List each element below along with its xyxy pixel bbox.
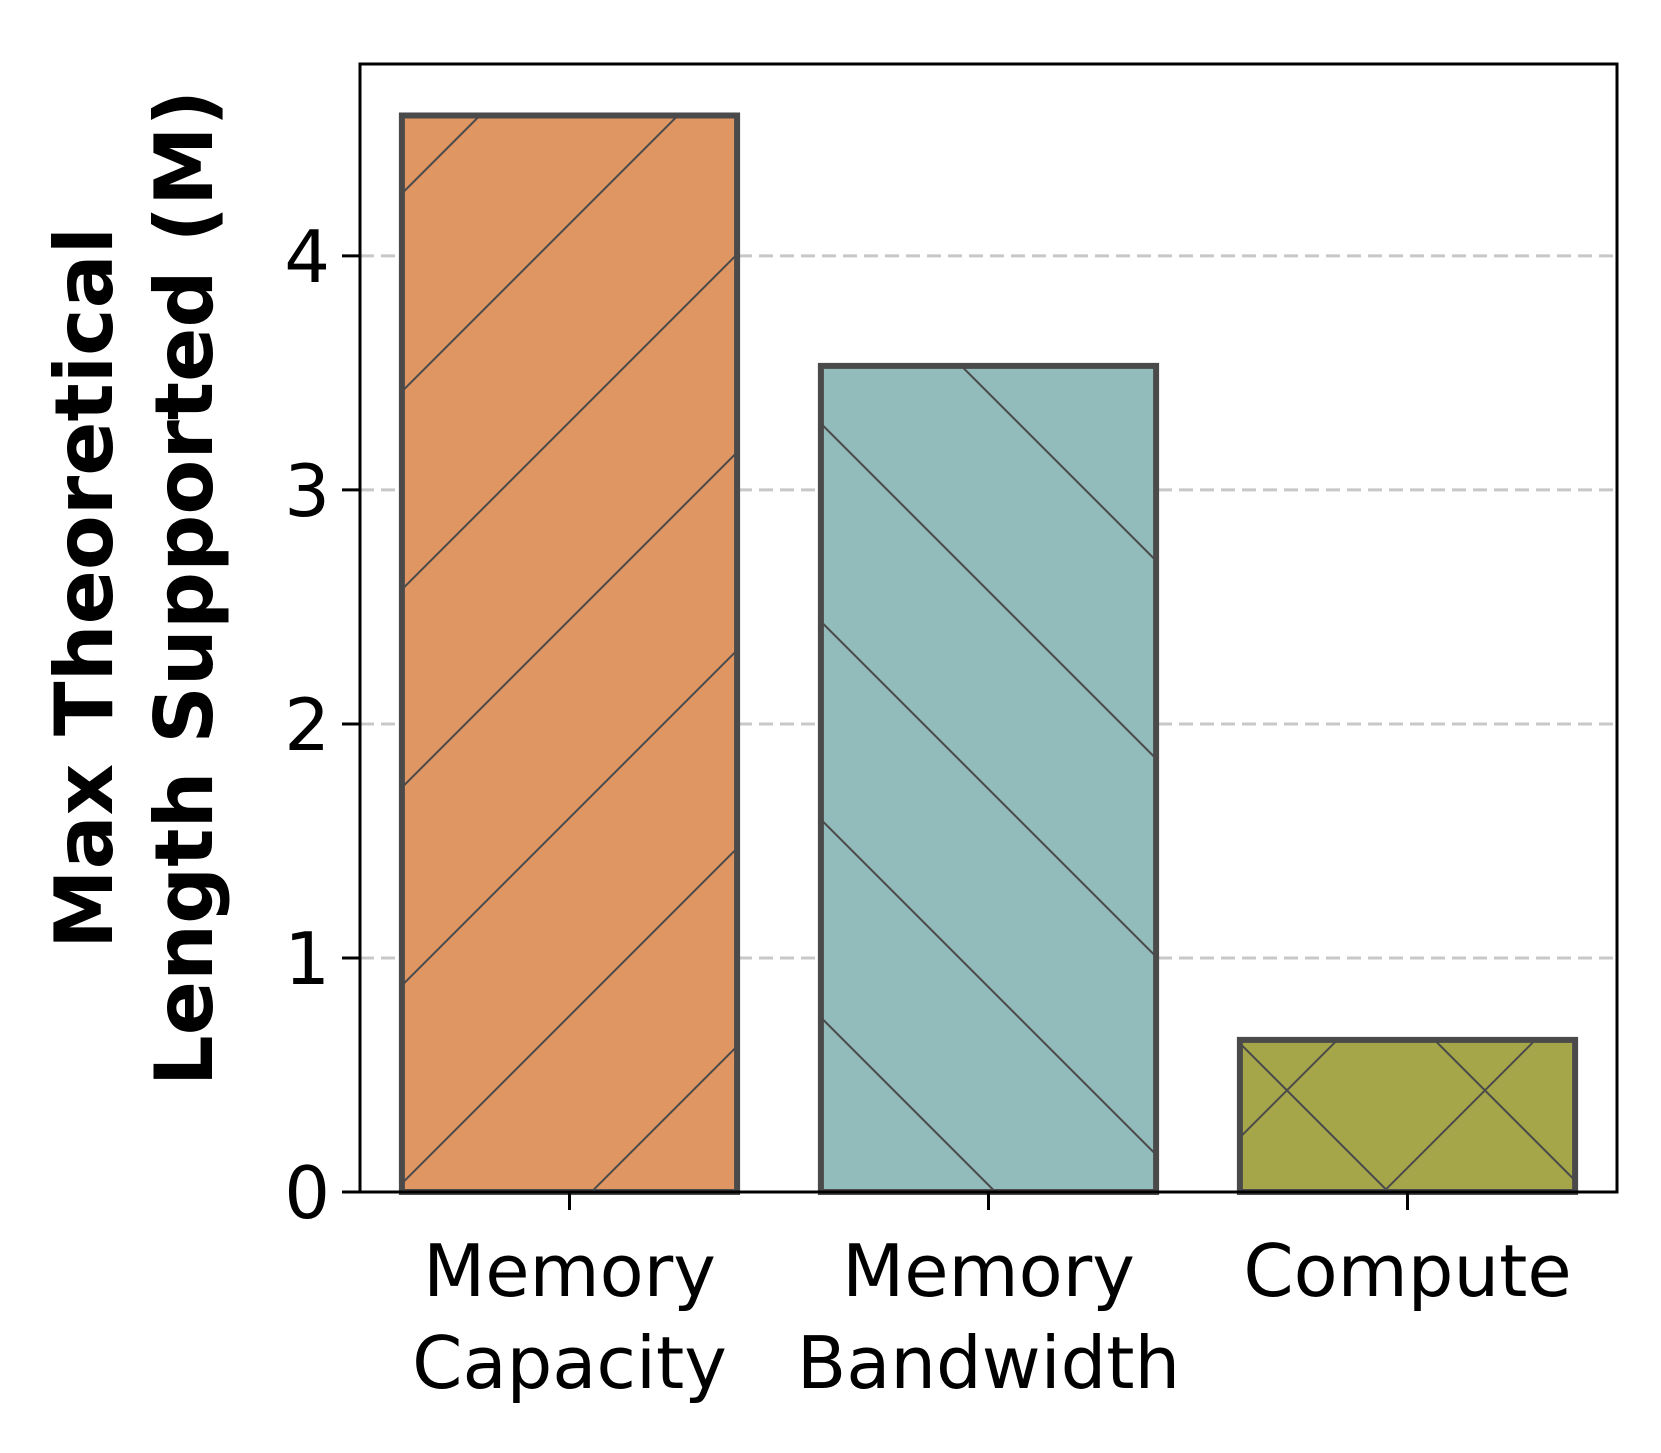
x-category-label-2: Compute [1243, 1229, 1571, 1313]
y-tick-label-1: 1 [284, 917, 330, 1001]
bar-hatch-2 [1236, 1036, 1579, 1195]
y-axis-label-line-1: Max Theoretical [38, 227, 131, 949]
y-tick-label-3: 3 [284, 449, 330, 533]
x-category-label-0-line-0: Memory [423, 1229, 716, 1313]
bars [398, 112, 1579, 1196]
y-tick-label-4: 4 [284, 215, 330, 299]
x-category-label-1-line-1: Bandwidth [797, 1321, 1180, 1405]
y-ticks: 0 1 2 3 4 [284, 215, 360, 1235]
bar-hatch-1 [817, 362, 1160, 1196]
bar-hatch-0 [398, 112, 741, 1195]
y-tick-label-2: 2 [284, 683, 330, 767]
y-axis-label-line-2: Length Supported (M) [138, 90, 231, 1086]
x-category-label-1-line-0: Memory [842, 1229, 1135, 1313]
x-category-label-2-line-0: Compute [1243, 1229, 1571, 1313]
x-category-label-0-line-1: Capacity [412, 1321, 727, 1405]
y-tick-label-0: 0 [284, 1151, 330, 1235]
